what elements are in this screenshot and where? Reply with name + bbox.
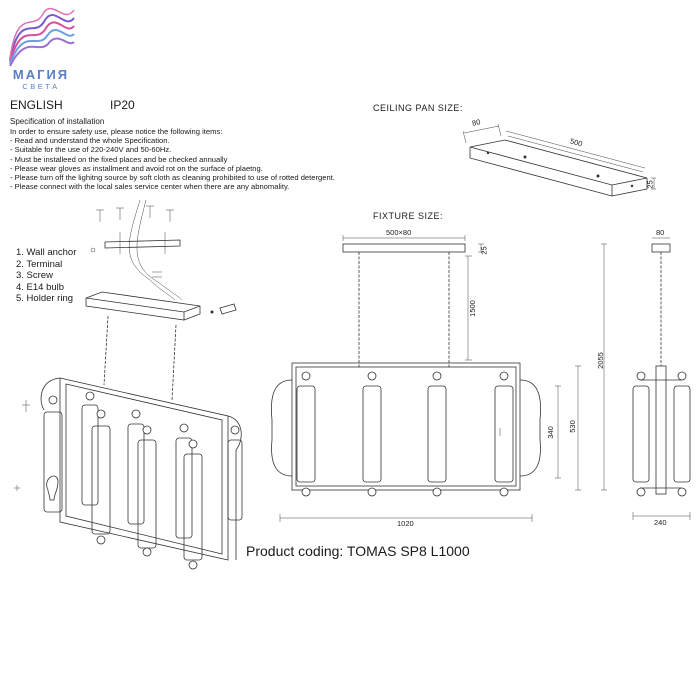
- brand-name: МАГИЯ: [12, 67, 70, 82]
- specification-title: Specification of installation: [10, 117, 105, 126]
- ip-rating: IP20: [110, 98, 135, 112]
- ceiling-pan-title: CEILING PAN SIZE:: [373, 103, 463, 113]
- ceiling-pan-height: 25: [645, 180, 655, 189]
- canopy-height: 25: [479, 246, 489, 255]
- part-item: 1. Wall anchor: [16, 247, 77, 258]
- part-item: 3. Screw: [16, 270, 53, 281]
- part-item: 2. Terminal: [16, 258, 63, 270]
- parts-list: 1. Wall anchor 2. Terminal 3. Screw 4. E…: [16, 247, 76, 305]
- product-coding: Product coding: TOMAS SP8 L1000: [246, 543, 470, 559]
- fixture-front-elevation: [271, 235, 607, 522]
- spec-line: - Read and understand the whole Specific…: [10, 136, 170, 146]
- brand-tagline: СВЕТА: [22, 82, 60, 91]
- spec-line: - Must be installeed on the fixed places…: [10, 154, 228, 164]
- part-item: 5. Holder ring: [16, 293, 74, 304]
- spec-line: - Suitable for the use of 220-240V and 5…: [10, 145, 172, 155]
- part-item: 4. E14 bulb: [16, 281, 65, 293]
- spec-line: - Please wear gloves as installment and …: [10, 163, 263, 173]
- spec-line: - Please turn off the lighitng source by…: [10, 173, 335, 183]
- specification-list: In order to ensure safety use, please no…: [10, 127, 335, 191]
- side-canopy-width: 80: [656, 228, 665, 237]
- total-height: 2055: [595, 352, 605, 369]
- frame-height: 340: [545, 426, 555, 439]
- fixture-width: 1020: [397, 519, 414, 528]
- brand-logo-icon: [9, 7, 75, 67]
- fixture-depth: 240: [654, 518, 667, 527]
- installation-exploded-drawing: [14, 199, 243, 570]
- chain-length: 1500: [467, 300, 477, 317]
- spec-line: - Please connect with the local sales se…: [10, 182, 290, 192]
- spec-line: In order to ensure safety use, please no…: [10, 127, 223, 136]
- fixture-side-elevation: [632, 237, 691, 520]
- body-height: 530: [567, 420, 577, 433]
- ceiling-pan-width: 80: [471, 117, 482, 128]
- canopy-size: 500×80: [386, 228, 412, 237]
- ceiling-pan-drawing: [462, 123, 656, 197]
- language-label: ENGLISH: [10, 98, 63, 112]
- fixture-size-title: FIXTURE SIZE:: [373, 211, 444, 221]
